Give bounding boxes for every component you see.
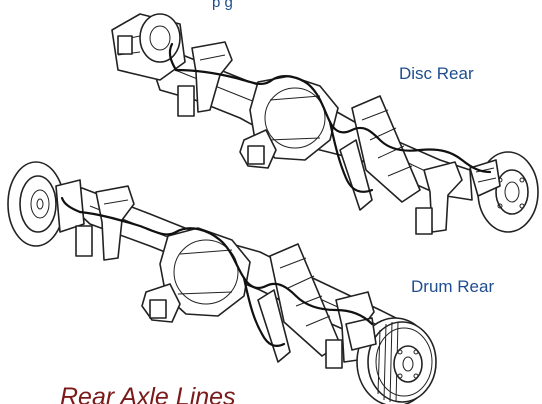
drum-rear-axle-assembly xyxy=(7,161,437,404)
drum-rear-label: Drum Rear xyxy=(411,277,495,296)
disc-rear-label: Disc Rear xyxy=(399,64,474,83)
diagram-caption: Rear Axle Lines xyxy=(60,383,236,404)
disc-rear-axle-assembly xyxy=(111,13,539,235)
top-partial-label: p g xyxy=(212,0,233,11)
